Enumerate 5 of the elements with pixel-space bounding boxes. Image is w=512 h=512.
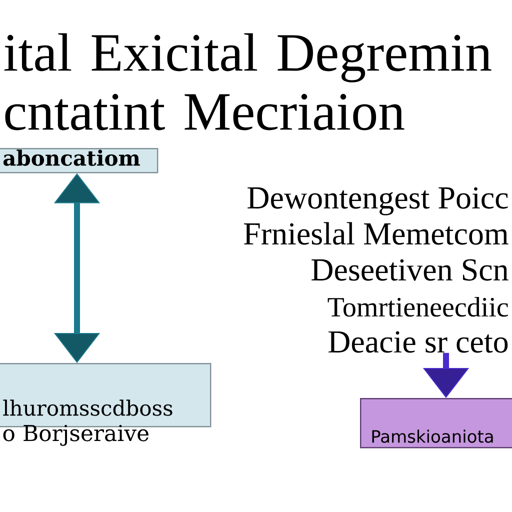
caption-text: o Borjseraive xyxy=(3,424,148,446)
label-box: aboncatiom xyxy=(0,148,158,174)
description-text: Dewontengest Poicc Frnieslal Memetcom Deseetiven Scn Tomrtieneecdiic Deacie sr ceto xyxy=(244,187,508,353)
title: ital Exicital Degremin cntatint Mecriaion xyxy=(4,33,492,130)
label-box: Pamskioaniota xyxy=(360,398,512,448)
